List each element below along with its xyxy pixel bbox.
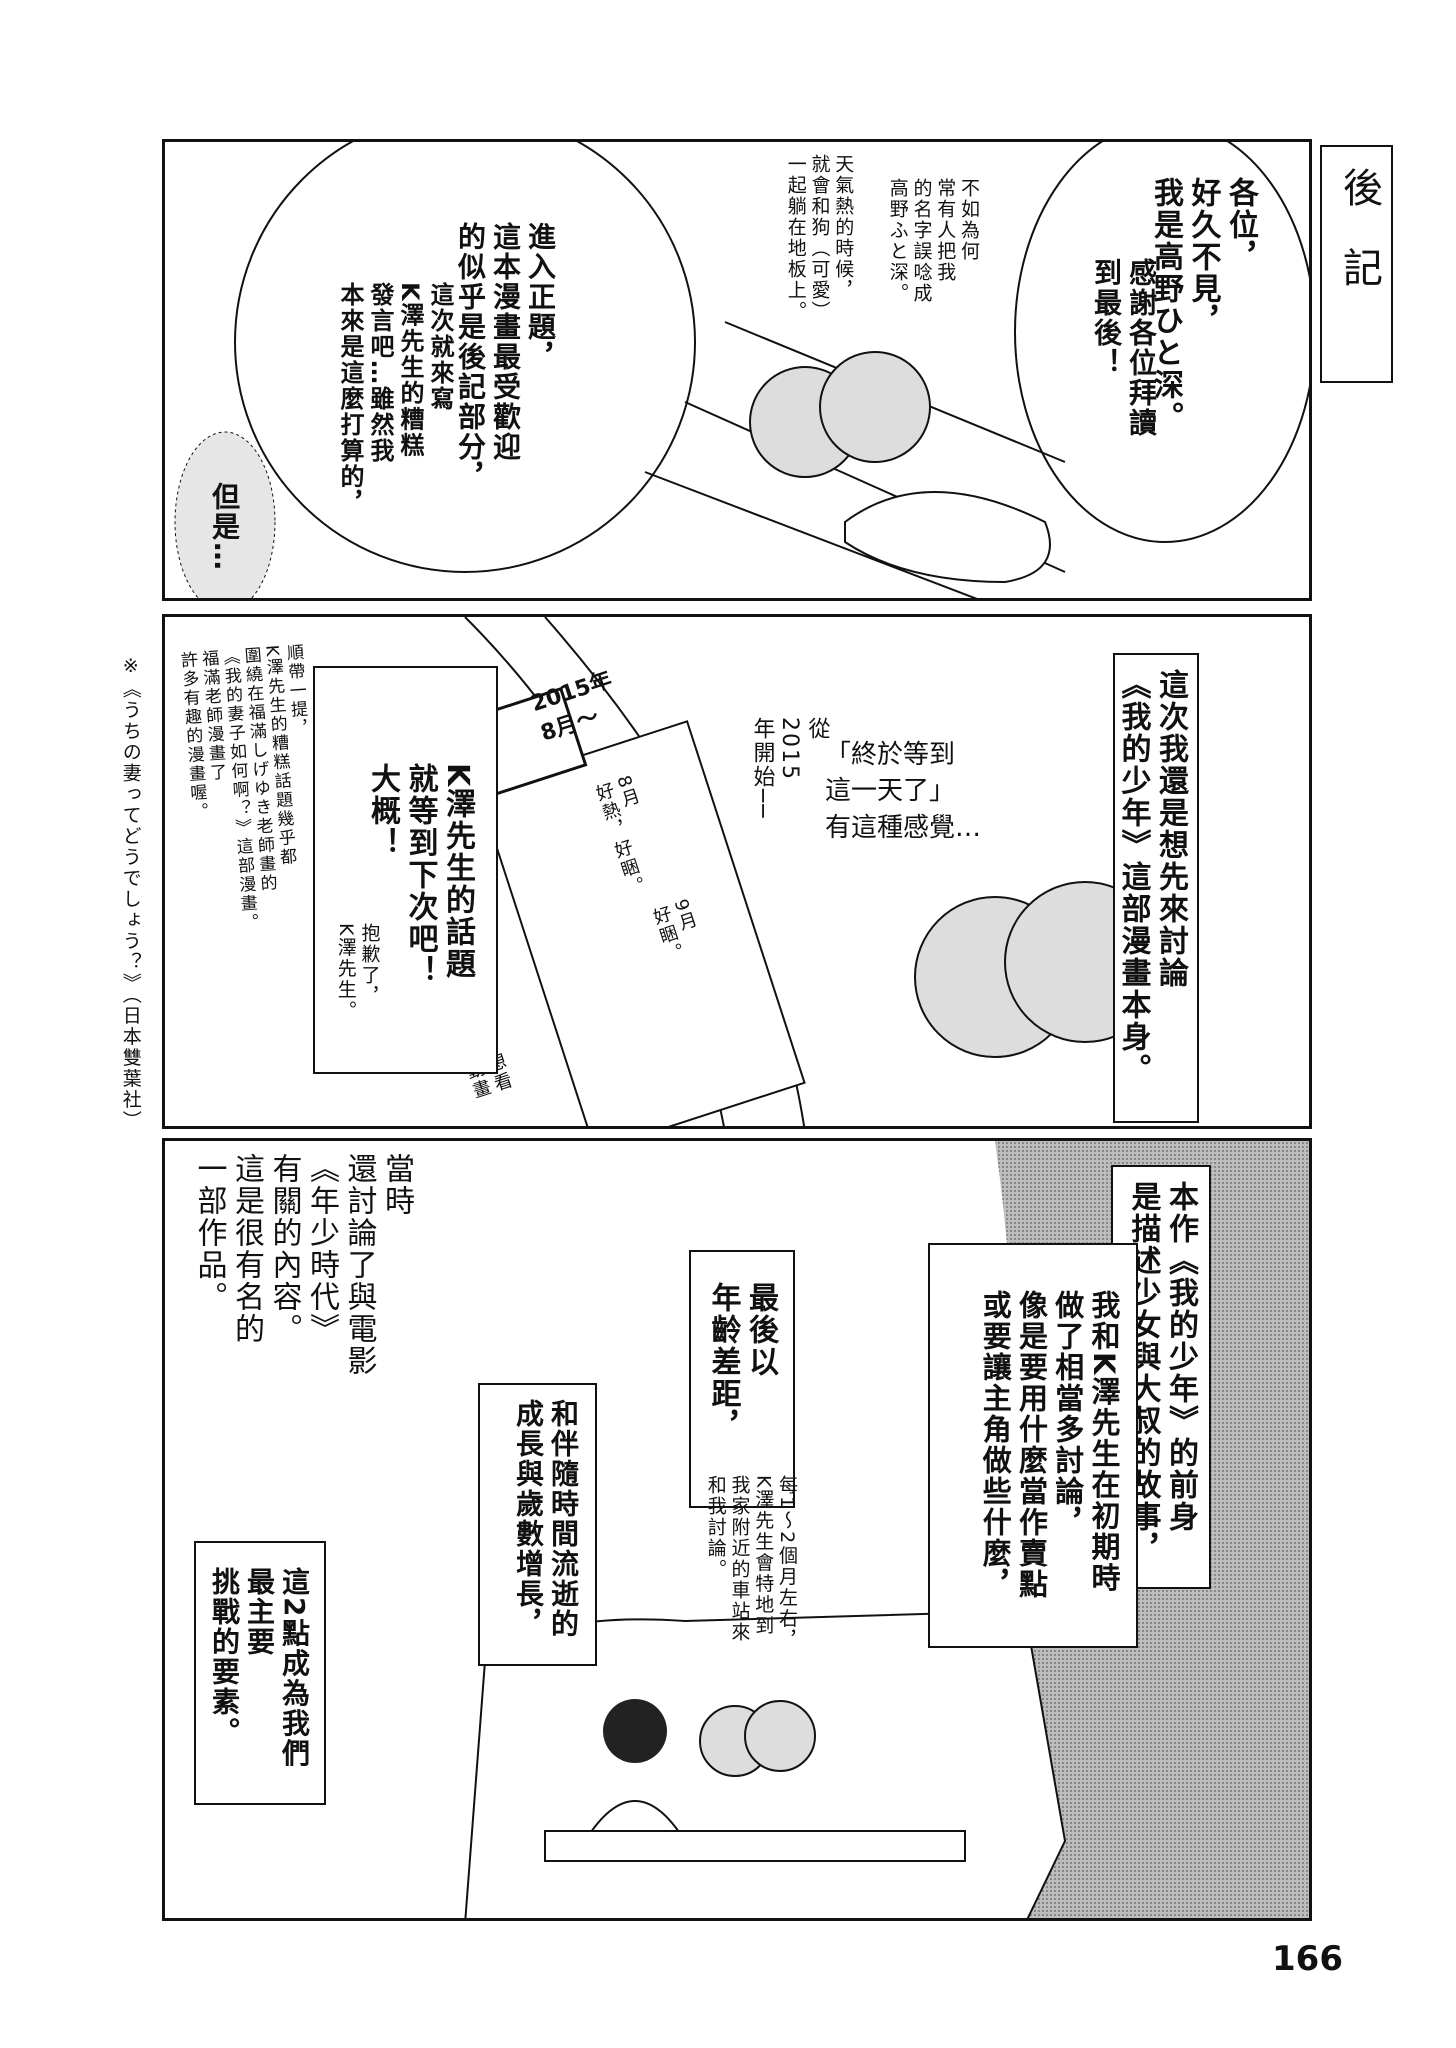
afterword-title-box: 後記 [1320, 145, 1393, 383]
main-topic-text: 進入正題， 這本漫畫最受歡迎 的似乎是後記部分， [454, 222, 557, 492]
panel-3: 本作《我的少年》的前身 是描述少女與大叔的故事， 我和K澤先生在初期時 做了相當… [162, 1138, 1312, 1921]
growth-text: 和伴隨時間流逝的 成長與歲數增長， [512, 1399, 580, 1639]
final-text: 最後以 年齡差距， [705, 1282, 779, 1442]
panel-1: 各位， 好久不見， 我是高野ひと深。 感謝各位拜讀 到最後！ 不如為何 常有人把… [162, 139, 1312, 601]
speech-bubble-topic [234, 142, 696, 573]
panel-2: 這次我還是想先來討論 《我的少年》這部漫畫本身。 「終於等到 這一天了」 有這種… [162, 614, 1312, 1129]
plan-text: 這次就來寫 K澤先生的糟糕 發言吧…雖然我 本來是這麼打算的， [336, 282, 454, 516]
aside-note: 順帶一提， K澤先生的糟糕話題幾乎都 圍繞在福滿しげゆき老師畫的 《我的妻子如何… [176, 642, 310, 934]
greeting-text: 各位， 好久不見， 我是高野ひと深。 [1148, 177, 1258, 433]
name-note: 不如為何 常有人把我 的名字誤唸成 高野ふと深。 [886, 178, 980, 304]
since-2015-text: 從 2015 年開始── [749, 717, 830, 820]
footnote: ※《うちの妻ってどうでしょう？》（日本雙葉社） [119, 655, 142, 1132]
k-topic-text: K澤先生的話題 就等到下次吧！ 大概！ [365, 763, 475, 987]
challenge-text: 這2點成為我們 最主要 挑戰的要素。 [208, 1567, 311, 1769]
afterword-title: 後記 [1336, 167, 1382, 327]
k-topic-box: K澤先生的話題 就等到下次吧！ 大概！ 抱歉了， K澤先生。 [313, 666, 498, 1074]
dotted-bubble [174, 431, 276, 598]
k-person-drawing [583, 1699, 687, 1842]
author-avatar-sitting [699, 1700, 816, 1777]
discuss-box: 這次我還是想先來討論 《我的少年》這部漫畫本身。 [1113, 653, 1199, 1123]
dog-drawing [844, 491, 1051, 584]
final-box: 最後以 年齡差距， [689, 1250, 795, 1508]
page-number: 166 [1272, 1939, 1343, 1979]
panel-1-art [174, 142, 1309, 598]
thanks-text: 感謝各位拜讀 到最後！ [1090, 258, 1158, 438]
movie-note: 當時 還討論了與電影 《年少時代》 有關的內容。 這是很有名的 一部作品。 [191, 1153, 415, 1377]
sorry-text: 抱歉了， K澤先生。 [334, 923, 381, 1022]
discussion-text: 我和K澤先生在初期時 做了相當多討論， 像是要用什麼當作賣點 或要讓主角做些什麼… [978, 1290, 1121, 1600]
discussion-box: 我和K澤先生在初期時 做了相當多討論， 像是要用什麼當作賣點 或要讓主角做些什麼… [928, 1243, 1138, 1648]
speech-bubble-greeting [1014, 142, 1309, 543]
dog-note: 天氣熱的時候， 就會和狗（可愛） 一起躺在地板上。 [784, 154, 855, 322]
discuss-text: 這次我還是想先來討論 《我的少年》這部漫畫本身。 [1115, 669, 1189, 1085]
growth-box: 和伴隨時間流逝的 成長與歲數增長， [478, 1383, 597, 1666]
but-text: 但是… [208, 482, 241, 572]
table [544, 1830, 966, 1862]
challenge-box: 這2點成為我們 最主要 挑戰的要素。 [194, 1541, 326, 1805]
meeting-note: 每1～2個月左右， K澤先生會特地到 我家附近的車站來 和我討論。 [704, 1475, 798, 1651]
finally-text: 「終於等到 這一天了」 有這種感覺… [825, 740, 982, 843]
author-avatar-lying [749, 351, 931, 478]
